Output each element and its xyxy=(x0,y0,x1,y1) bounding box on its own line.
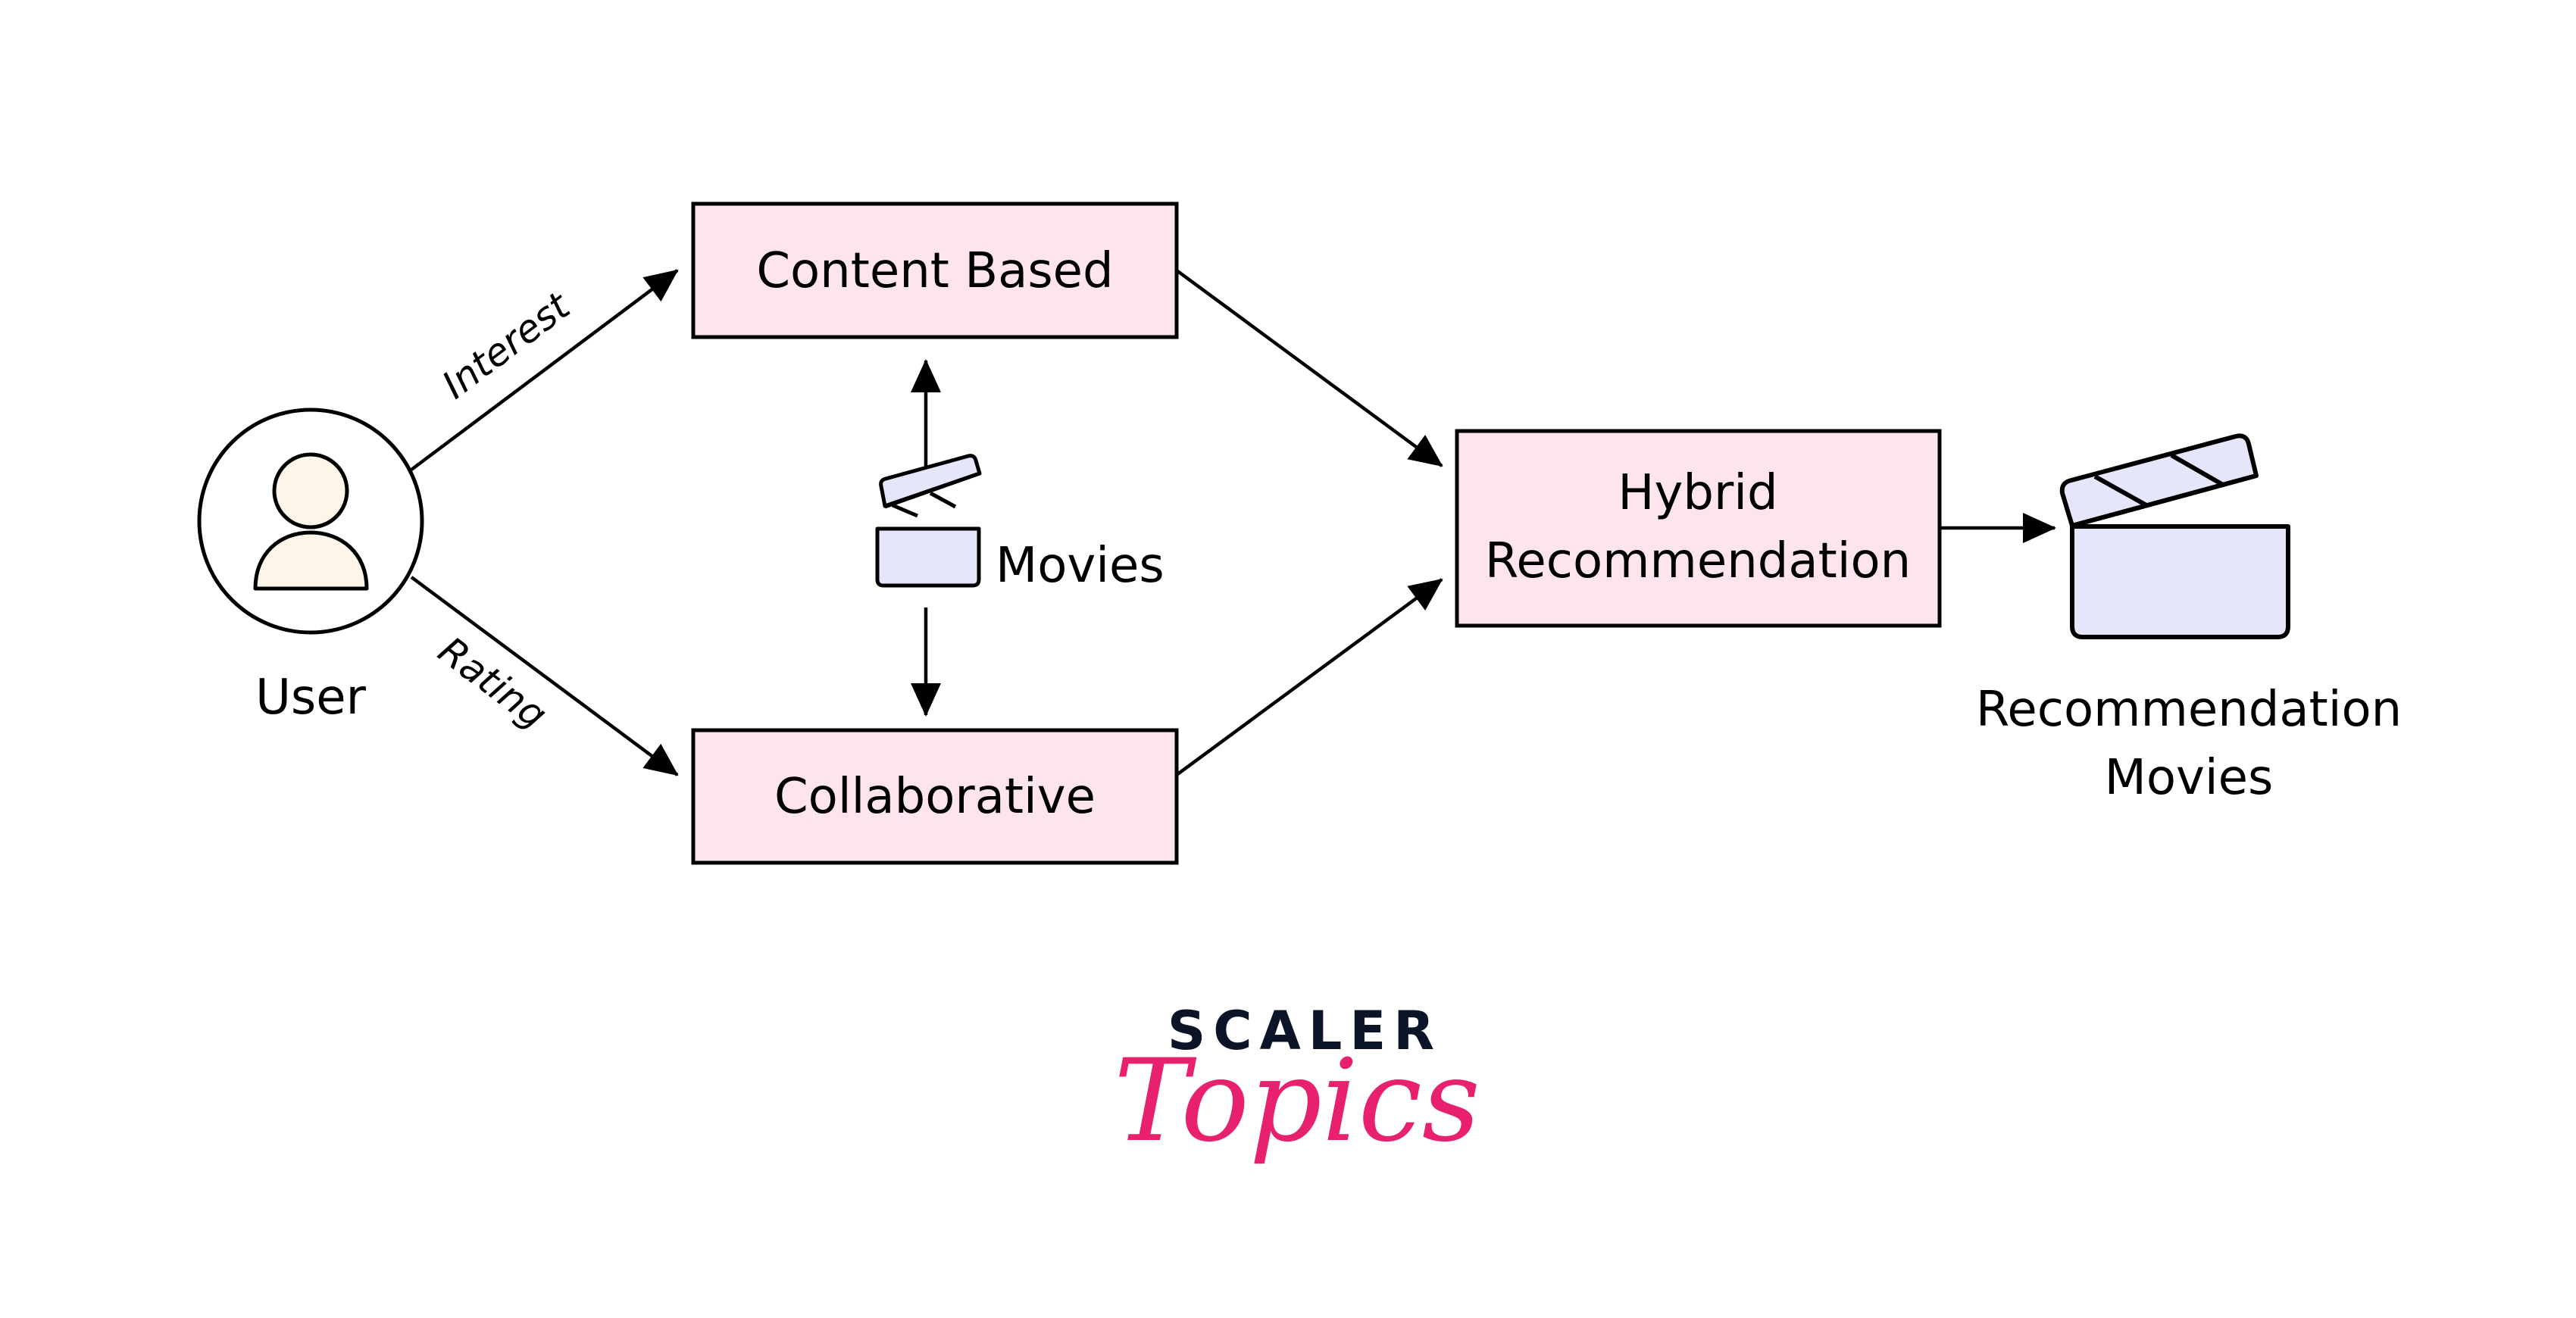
user-node: User xyxy=(197,408,424,726)
rating-arrow xyxy=(410,576,679,776)
recommendation-movies-label-line2: Movies xyxy=(2105,750,2274,806)
logo-topics-text: Topics xyxy=(1114,1035,1480,1167)
collaborative-label: Collaborative xyxy=(774,769,1096,825)
recommendation-movies-label-line1: Recommendation xyxy=(1976,682,2402,738)
movies-label: Movies xyxy=(996,538,1165,594)
rating-label: Rating xyxy=(430,628,555,737)
content-based-node: Content Based xyxy=(691,201,1179,339)
clapperboard-icon xyxy=(2059,433,2290,639)
scaler-topics-logo: SCALER Topics xyxy=(1114,1000,1480,1167)
hybrid-label-line2: Recommendation xyxy=(1485,533,1911,589)
movies-node: Movies xyxy=(875,359,1165,717)
user-icon xyxy=(253,452,369,591)
collaborative-to-hybrid-arrow xyxy=(1175,578,1443,776)
interest-arrow xyxy=(410,269,679,471)
clapperboard-icon xyxy=(875,454,982,588)
content-based-label: Content Based xyxy=(756,243,1113,299)
collaborative-box xyxy=(691,728,1179,865)
collaborative-node: Collaborative xyxy=(691,728,1179,865)
interest-label: Interest xyxy=(434,283,580,408)
content-based-box xyxy=(691,201,1179,339)
hybrid-label-line1: Hybrid xyxy=(1618,465,1777,521)
hybrid-recommendation-node: Hybrid Recommendation xyxy=(1455,429,1942,628)
recommendation-movies-node: Recommendation Movies xyxy=(1976,433,2402,806)
hybrid-recommendation-box xyxy=(1455,429,1942,628)
user-label: User xyxy=(255,670,367,726)
content-to-hybrid-arrow xyxy=(1175,269,1443,467)
logo-scaler-text: SCALER xyxy=(1168,1000,1442,1062)
